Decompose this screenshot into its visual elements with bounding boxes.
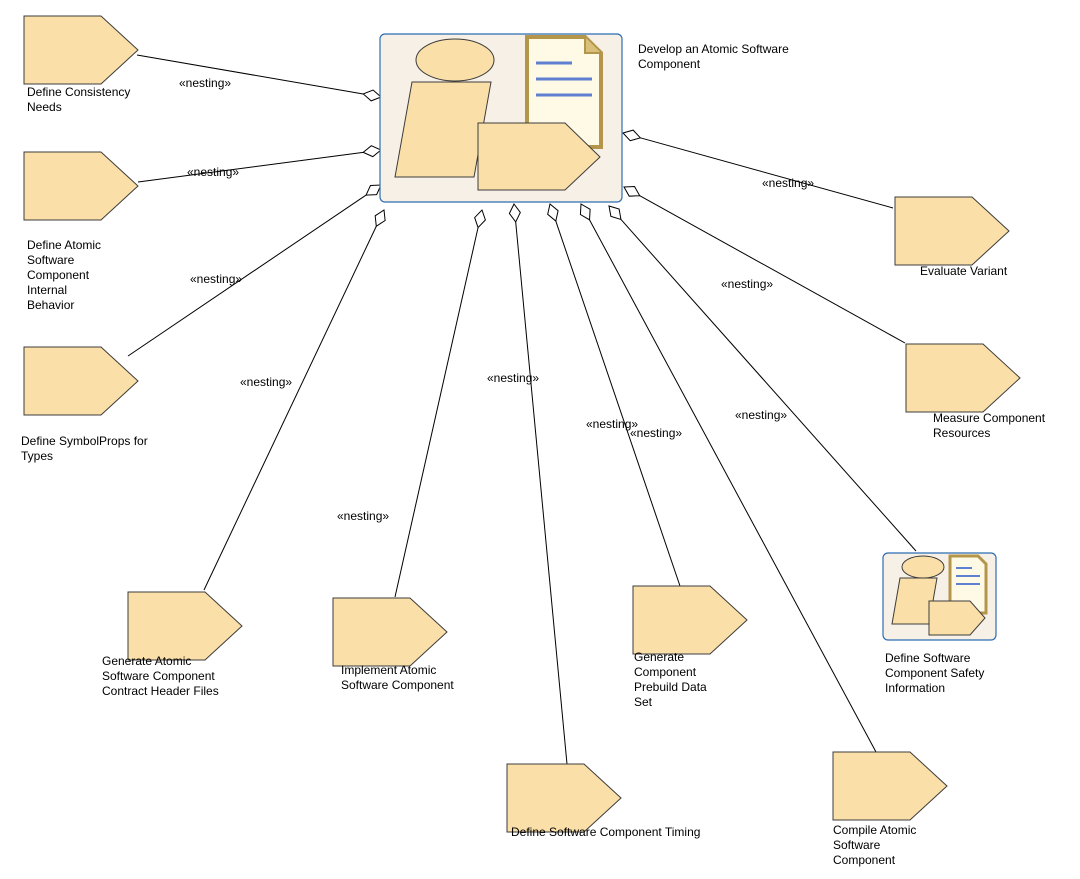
aggregation-diamond [362,145,382,158]
nesting-label: «nesting» [487,371,540,385]
nesting-label: «nesting» [187,165,240,179]
nesting-edge[interactable] [639,195,906,344]
aggregation-diamond [623,186,641,197]
task-shape-evaluate[interactable] [894,196,1010,266]
task-label-prebuild: Generate Component Prebuild Data Set [634,650,707,709]
nesting-edge[interactable] [589,219,877,753]
task-shape-measure[interactable] [905,343,1021,413]
nesting-label: «nesting» [337,509,390,523]
task-shape-symbolprops[interactable] [23,346,139,416]
aggregation-diamond [608,205,622,221]
aggregation-diamond [362,89,382,102]
nesting-edge[interactable] [137,151,364,183]
nesting-label: «nesting» [240,375,293,389]
aggregation-diamond [547,203,559,222]
document-fold [584,37,601,54]
aggregation-diamond [579,203,591,221]
task-label-compile: Compile Atomic Software Component [833,823,917,867]
nesting-label: «nesting» [762,176,815,190]
nesting-label: «nesting» [586,417,639,431]
process-icon [394,35,603,191]
safety-process-icon[interactable] [882,552,997,641]
nesting-edge[interactable] [394,227,479,598]
work-product-icon [394,81,492,178]
role-head-icon [415,38,495,82]
nesting-edge[interactable] [136,54,364,95]
role-head-icon [901,555,945,579]
task-label-internal-behavior: Define Atomic Software Component Interna… [27,238,102,312]
nesting-edge[interactable] [640,137,894,209]
task-label-symbolprops: Define SymbolProps for Types [21,434,148,463]
task-label-generate-contract: Generate Atomic Software Component Contr… [102,654,219,698]
nesting-label: «nesting» [179,76,232,90]
nesting-edge[interactable] [515,221,568,765]
task-shape-timing[interactable] [506,763,622,833]
task-label-evaluate: Evaluate Variant [920,264,1008,278]
nesting-label: «nesting» [735,408,788,422]
task-shape-generate-contract[interactable] [127,591,243,661]
task-label-safety: Define Software Component Safety Informa… [885,651,985,695]
aggregation-diamond [365,184,382,196]
aggregation-diamond [374,209,386,228]
task-label-measure: Measure Component Resources [933,411,1046,440]
task-shape-implement[interactable] [332,597,448,667]
main-activity[interactable] [379,33,623,203]
task-label-implement: Implement Atomic Software Component [341,663,454,692]
nesting-label: «nesting» [721,277,774,291]
task-shape-internal-behavior[interactable] [23,151,139,221]
nesting-label: «nesting» [190,272,243,286]
task-icon [928,600,986,636]
task-label-timing: Define Software Component Timing [511,825,701,839]
nesting-edge[interactable] [203,226,377,591]
task-shape-prebuild[interactable] [632,585,748,655]
main-activity-label: Develop an Atomic Software Component [638,42,789,71]
nesting-edge[interactable] [620,219,917,552]
nesting-edge[interactable] [127,194,367,357]
aggregation-diamond [622,129,642,142]
nesting-edge[interactable] [555,220,681,587]
aggregation-diamond [508,203,521,223]
task-shape-consistency[interactable] [23,15,139,85]
task-shape-compile[interactable] [832,751,948,821]
aggregation-diamond [474,209,486,229]
nesting-edges [127,54,917,765]
task-icon [477,122,601,191]
task-label-consistency: Define Consistency Needs [27,85,131,114]
nesting-label: «nesting» [630,426,683,440]
